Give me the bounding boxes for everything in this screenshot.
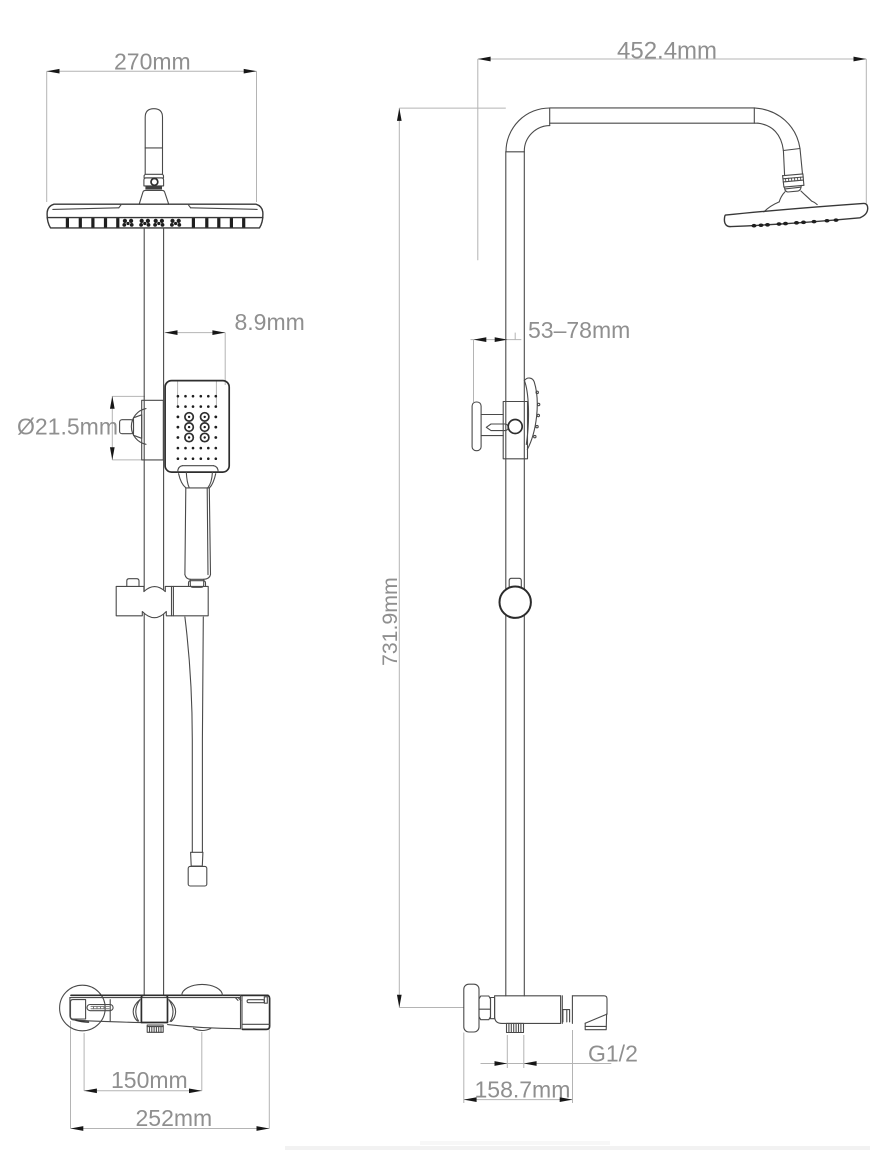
svg-text:Ø21.5mm: Ø21.5mm	[17, 414, 118, 440]
svg-text:53–78mm: 53–78mm	[528, 317, 630, 343]
svg-text:452.4mm: 452.4mm	[617, 38, 717, 65]
svg-text:731.9mm: 731.9mm	[378, 577, 402, 666]
svg-text:8.9mm: 8.9mm	[235, 309, 305, 335]
svg-text:150mm: 150mm	[111, 1067, 188, 1093]
svg-text:G1/2: G1/2	[588, 1041, 638, 1067]
svg-text:252mm: 252mm	[136, 1105, 213, 1131]
svg-text:270mm: 270mm	[114, 49, 191, 75]
svg-text:158.7mm: 158.7mm	[475, 1077, 571, 1103]
